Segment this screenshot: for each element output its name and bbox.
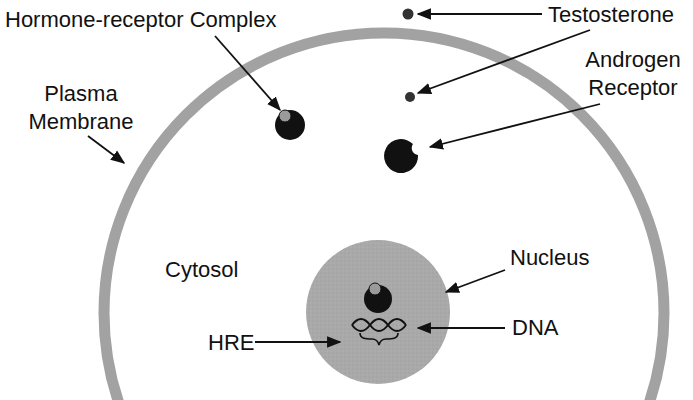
leader-arrow: [430, 104, 600, 147]
leader-arrow: [446, 270, 505, 292]
callout-label: Plasma Membrane: [28, 80, 134, 135]
hre-bracket: [360, 333, 398, 345]
testosterone-molecule: [403, 9, 414, 20]
leader-arrow: [255, 341, 340, 343]
androgen-receptor: [384, 139, 418, 173]
callout-label: Nucleus: [510, 244, 589, 272]
dna-strand: [352, 319, 406, 331]
leader-arrow: [88, 136, 124, 163]
leader-arrow: [215, 36, 280, 110]
callout-label: Androgen Receptor: [578, 46, 688, 101]
testosterone-molecule: [405, 92, 415, 102]
hormone-receptor-complex: [275, 110, 305, 140]
leader-arrow: [418, 30, 590, 93]
bound-hormone: [279, 110, 291, 122]
leader-arrows: [88, 14, 600, 342]
callout-label: Testosterone: [548, 1, 674, 29]
callout-label: Hormone-receptor Complex: [5, 6, 276, 34]
callout-label: Cytosol: [165, 256, 238, 284]
callout-label: HRE: [208, 329, 254, 357]
callout-label: DNA: [512, 314, 558, 342]
plasma-membrane: [104, 33, 664, 400]
dna-strand: [352, 319, 406, 331]
nucleus: [306, 240, 450, 384]
leader-arrow: [418, 327, 505, 329]
leader-arrow: [418, 13, 542, 15]
bound-hormone: [369, 283, 381, 295]
